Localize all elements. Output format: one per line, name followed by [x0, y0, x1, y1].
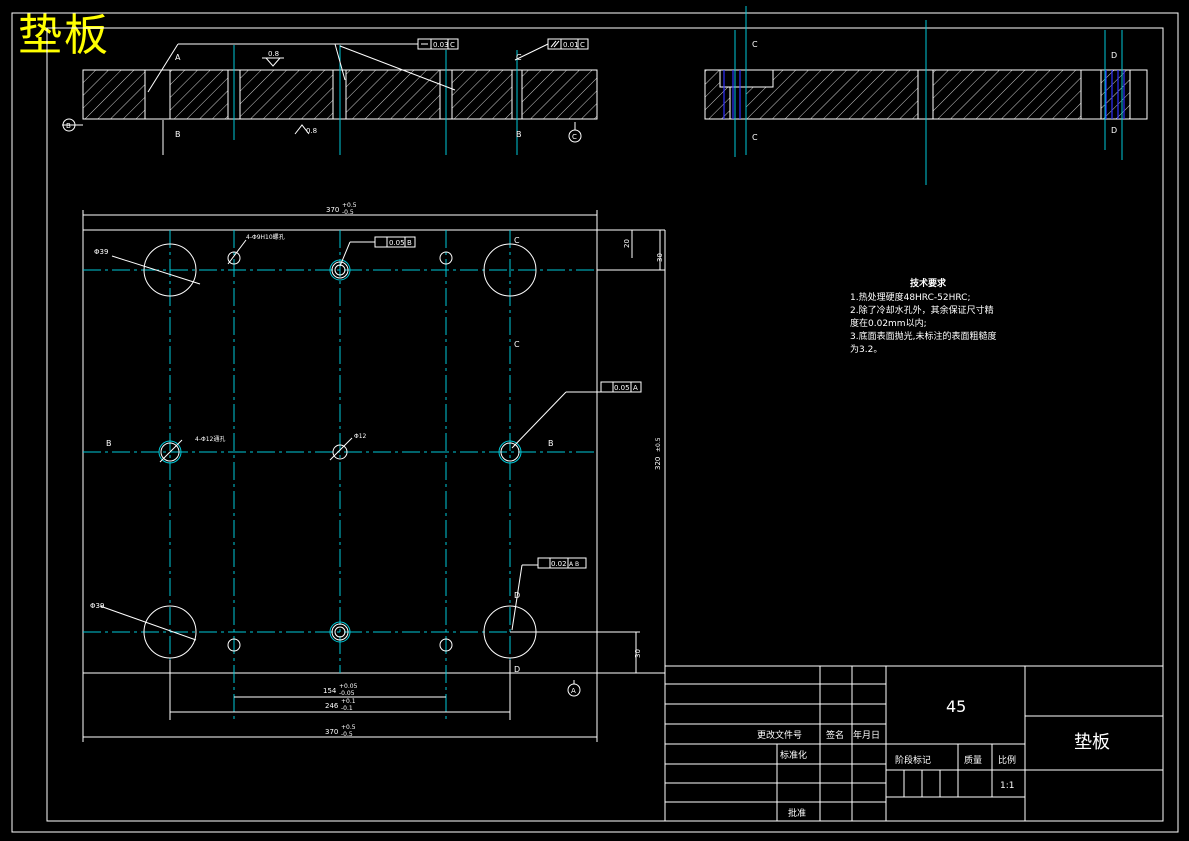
svg-text:B: B [106, 439, 112, 448]
svg-text:+0.5: +0.5 [342, 202, 357, 209]
svg-text:±0.5: ±0.5 [655, 437, 662, 452]
svg-text:B: B [66, 122, 71, 130]
dim-154: 154 [323, 687, 337, 695]
dim-20: 20 [623, 239, 631, 248]
section-label-a: A [175, 53, 181, 62]
dim-width-top: 370 [326, 206, 339, 214]
roughness-top-label: 0.8 [268, 50, 279, 58]
hole-d39-top-right [483, 243, 537, 297]
label-stage-mark: 阶段标记 [895, 754, 931, 766]
svg-text:-0.1: -0.1 [341, 705, 353, 712]
part-name: 垫板 [1074, 732, 1110, 753]
section-label-b2: B [516, 130, 522, 139]
drawing-big-title: 垫板 [18, 10, 110, 61]
svg-text:B: B [548, 439, 554, 448]
label-signature: 签名 [826, 729, 844, 741]
svg-text:D: D [1111, 126, 1117, 135]
roughness-bottom-label: 0.8 [306, 127, 317, 135]
svg-text:D: D [514, 591, 520, 600]
callout-d12: Φ12 [354, 433, 367, 440]
tech-line-5: 为3.2。 [850, 343, 882, 355]
callout-holes-4-mid: 4-Φ12通孔 [195, 435, 225, 443]
svg-text:0.02: 0.02 [551, 560, 567, 568]
outer-frame [11, 12, 1179, 833]
tech-line-3: 度在0.02mm以内; [850, 317, 927, 329]
title-block: 45 垫板 更改文件号 签名 年月日 标准化 阶段标记 质量 比例 1:1 批准 [664, 665, 1164, 822]
gdt-flatness-frame: 0.03 C [417, 38, 459, 50]
svg-text:C: C [572, 133, 577, 141]
tech-line-4: 3.底面表面抛光,未标注的表面粗糙度 [850, 330, 996, 342]
dim-246: 246 [325, 702, 339, 710]
dim-height: 320 [654, 457, 662, 470]
section-label-c: C [516, 53, 522, 62]
callout-d39-bottom: Φ39 [90, 602, 104, 610]
tech-heading: 技术要求 [910, 277, 947, 289]
svg-text:A: A [571, 687, 576, 695]
datum-a-symbol [567, 683, 581, 697]
svg-text:0.05: 0.05 [389, 239, 405, 247]
datum-c-symbol [568, 129, 582, 143]
label-date: 年月日 [853, 729, 880, 741]
svg-text:C: C [450, 41, 455, 49]
section-label-b: B [175, 130, 181, 139]
label-change-doc: 更改文件号 [757, 729, 802, 741]
callout-d39-top: Φ39 [94, 248, 108, 256]
svg-text:B: B [407, 239, 412, 247]
dim-30-top: 30 [656, 253, 664, 262]
inner-frame [46, 27, 1164, 822]
dim-width-bottom: 370 [325, 728, 338, 736]
material-value: 45 [946, 697, 966, 716]
label-weight: 质量 [964, 754, 982, 766]
svg-text:C: C [752, 40, 758, 49]
plan-view: Φ39 4-Φ9H10螺孔 4-Φ12通孔 Φ12 Φ39 0.05 B 0.0… [82, 202, 666, 742]
section-view-right: C C D D [704, 6, 1148, 185]
callout-holes-4-top: 4-Φ9H10螺孔 [246, 233, 285, 241]
svg-text:C: C [752, 133, 758, 142]
label-standardize: 标准化 [780, 749, 807, 761]
label-approve: 批准 [788, 807, 806, 819]
svg-text:0.05: 0.05 [614, 384, 630, 392]
hole-d39-bottom-left [143, 605, 197, 659]
svg-text:-0.5: -0.5 [341, 731, 353, 738]
svg-text:0.01: 0.01 [563, 41, 579, 49]
tech-requirements: 技术要求 1.热处理硬度48HRC-52HRC; 2.除了冷却水孔外，其余保证尺… [850, 277, 996, 355]
svg-text:D: D [514, 665, 520, 674]
datum-b-symbol [62, 118, 76, 132]
svg-text:D: D [1111, 51, 1117, 60]
gdt-mid-position: 0.05 A [600, 381, 642, 393]
svg-text:C: C [514, 340, 520, 349]
scale-value: 1:1 [1000, 781, 1014, 791]
svg-text:+0.05: +0.05 [339, 683, 358, 690]
svg-text:C: C [514, 236, 520, 245]
svg-text:0.03: 0.03 [433, 41, 449, 49]
gdt-hole-position: 0.05 B [374, 236, 416, 248]
label-scale: 比例 [998, 754, 1016, 766]
hole-d39-top-left [143, 243, 197, 297]
gdt-parallel-frame: 0.01 C [547, 38, 589, 50]
svg-text:C: C [580, 41, 585, 49]
svg-text:+0.5: +0.5 [341, 724, 356, 731]
svg-text:A: A [633, 384, 638, 392]
svg-text:-0.05: -0.05 [339, 690, 355, 697]
svg-text:-0.5: -0.5 [342, 209, 354, 216]
section-view-left: 0.8 0.8 0.03 C 0.01 C A B C B B C [62, 38, 598, 155]
dim-30-bottom: 30 [634, 649, 642, 658]
gdt-lower-position: 0.02 A B [537, 557, 587, 569]
svg-text:+0.1: +0.1 [341, 698, 356, 705]
tech-line-1: 1.热处理硬度48HRC-52HRC; [850, 291, 971, 303]
svg-text:A B: A B [569, 561, 579, 568]
tech-line-2: 2.除了冷却水孔外，其余保证尺寸精 [850, 304, 994, 316]
